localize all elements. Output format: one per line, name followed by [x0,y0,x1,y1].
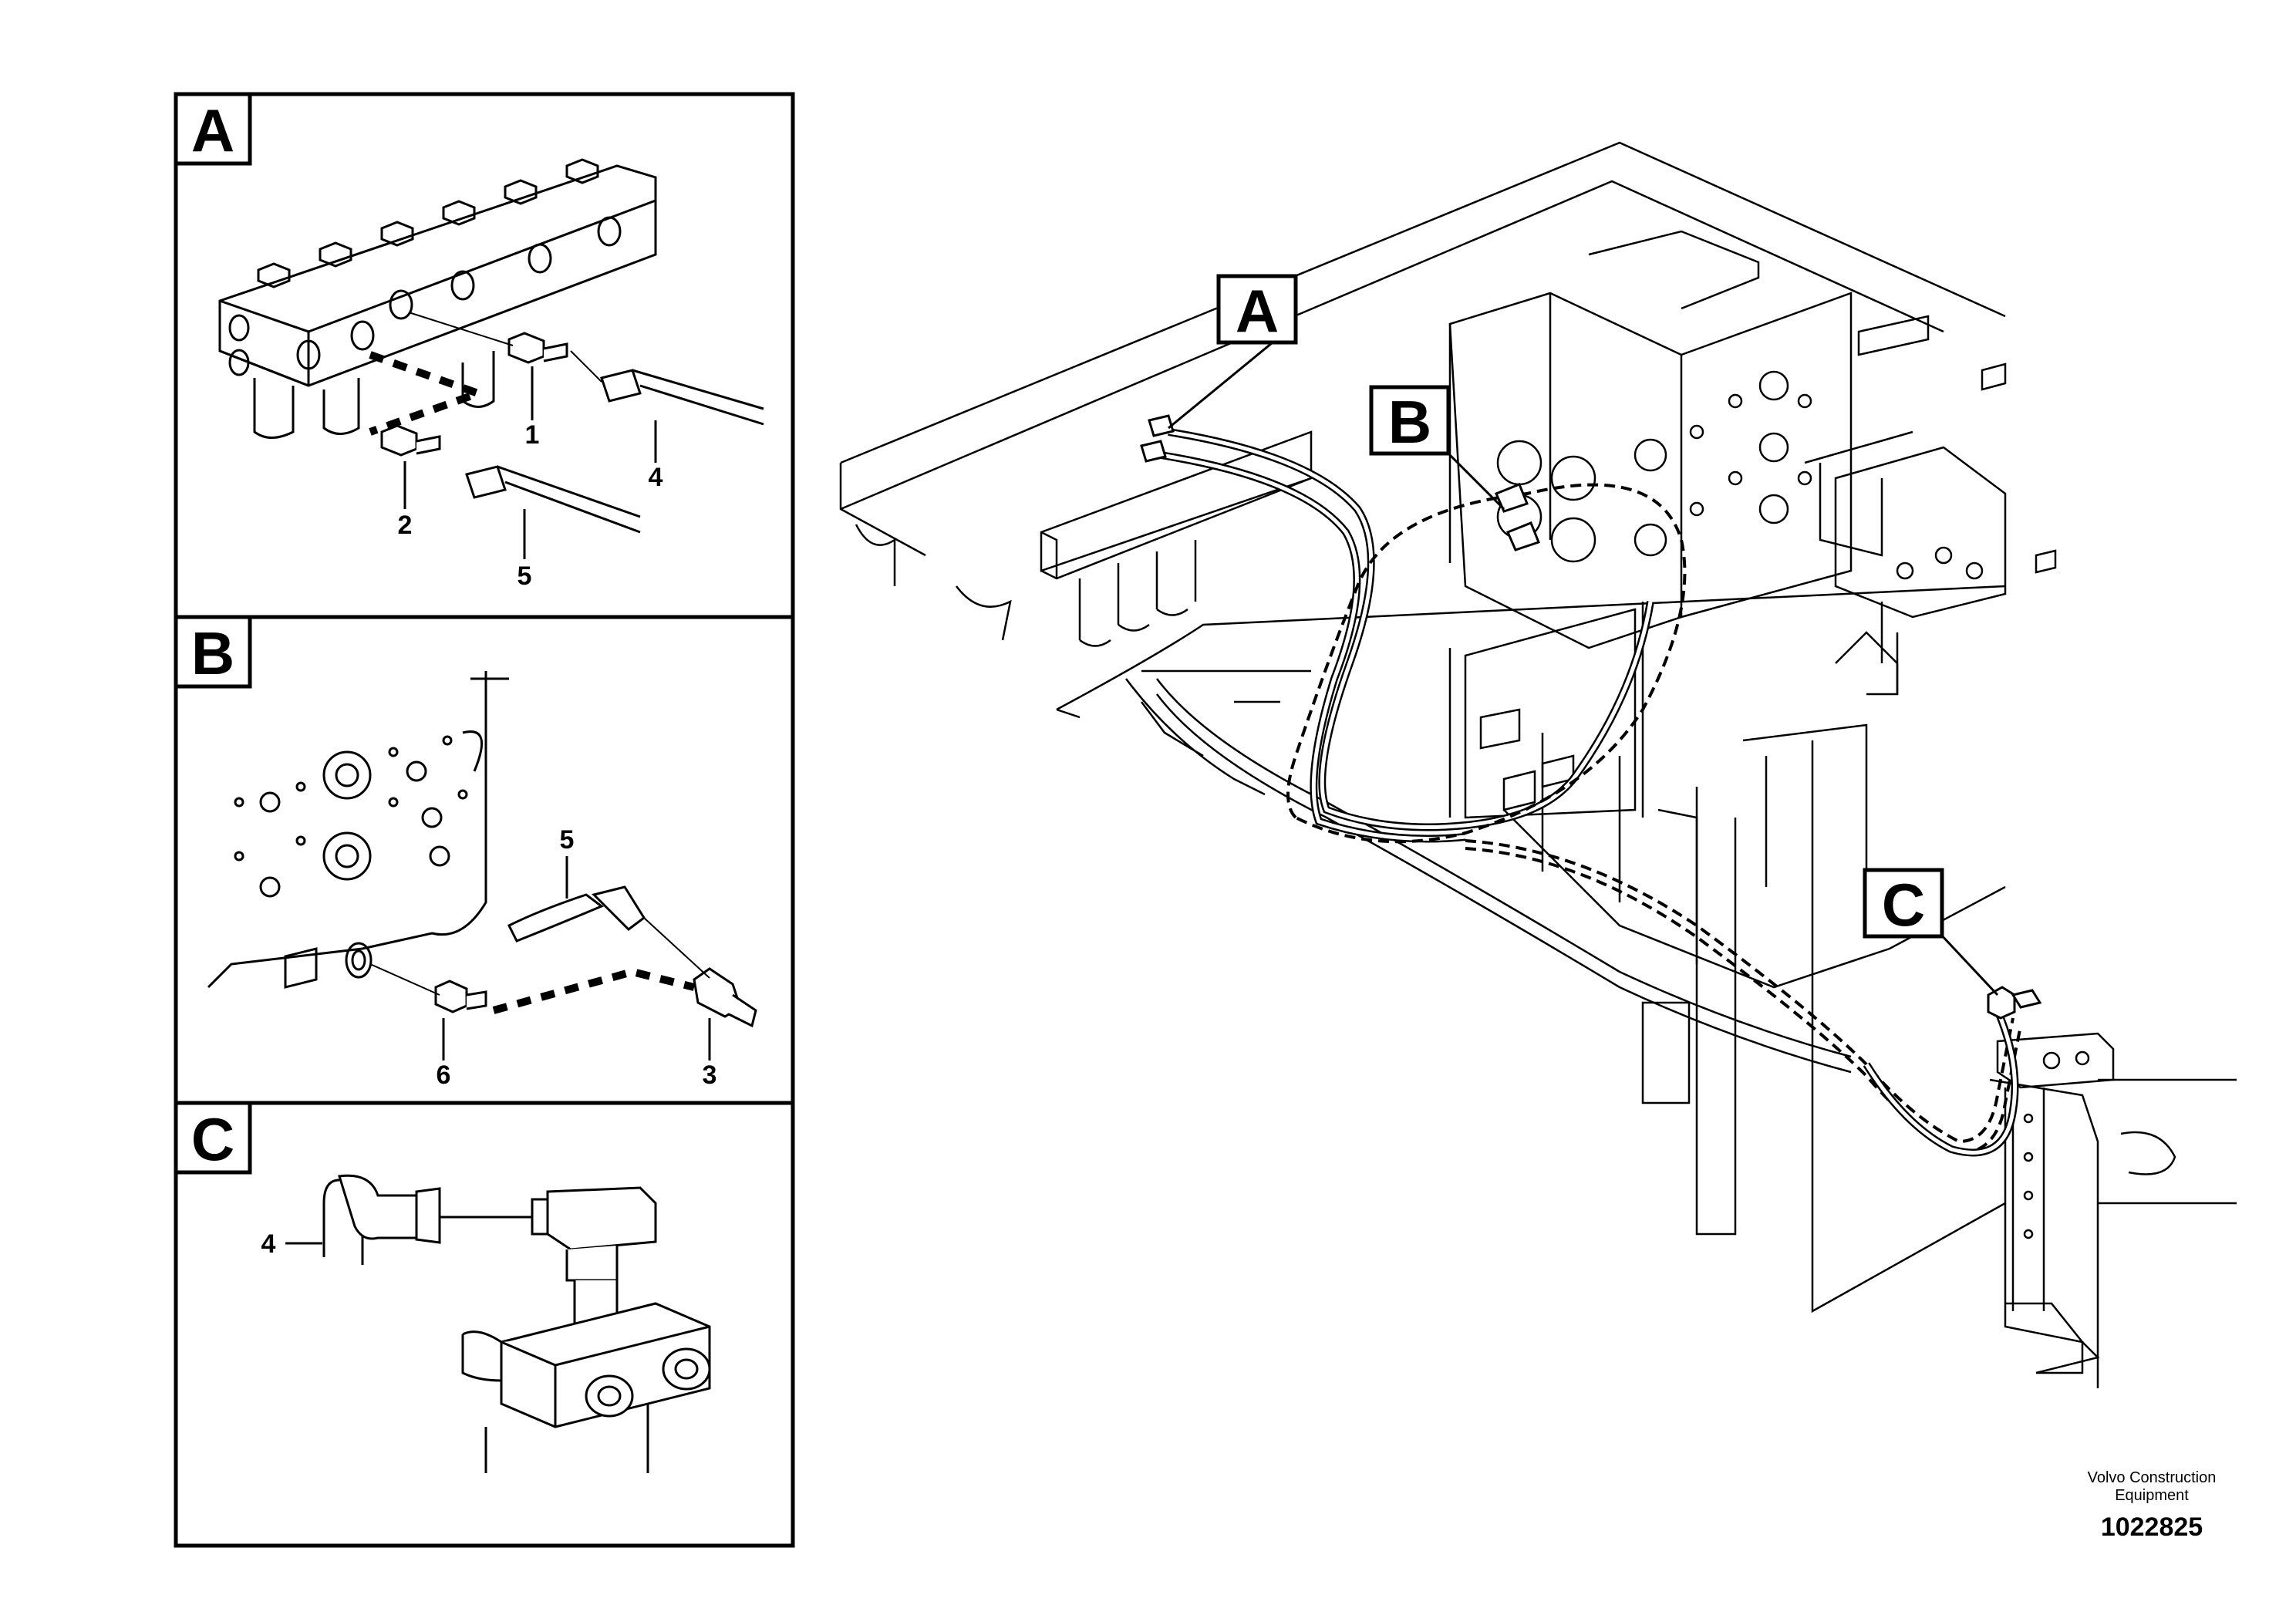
main-hoses [1160,428,2022,1157]
callout-a-1: 1 [525,420,540,450]
detail-a-letter: A [191,96,234,164]
detail-c-letter-box [174,1101,252,1175]
main-hose-fittings [1140,414,2042,1020]
detail-b-leaders [442,856,711,1061]
callout-b-5: 5 [560,825,575,855]
document-number: 1022825 [2100,1512,2203,1542]
detail-b-fittings [434,885,757,1028]
detail-b-letter-box [174,615,252,689]
detail-panel-frame [174,92,795,1548]
main-label-a: A [1168,274,1298,430]
callout-a-2: 2 [398,511,413,540]
detail-a-valve-block [218,158,657,439]
detail-view-a: A [174,92,764,591]
detail-b-letter: B [191,619,234,687]
main-label-c: C [1863,868,1999,996]
main-label-b: B [1369,385,1505,511]
svg-text:B: B [1388,388,1431,456]
detail-b-control-valve [207,671,509,989]
detail-a-fittings [380,332,764,534]
manufacturer-credit: Volvo Construction Equipment 1022825 [2005,1469,2296,1543]
detail-view-b: B [174,615,757,1090]
callout-c-4: 4 [261,1229,276,1259]
svg-text:A: A [1236,277,1279,345]
detail-a-leaders [403,366,657,559]
detail-a-letter-box [174,92,252,166]
manufacturer-name: Volvo Construction Equipment [2087,1469,2217,1504]
svg-text:C: C [1882,871,1925,939]
callout-b-3: 3 [703,1061,717,1090]
detail-a-connection-lines [408,312,602,383]
callout-b-6: 6 [437,1061,451,1090]
detail-b-lines [369,917,710,996]
main-assembly-view [839,141,2237,1388]
detail-a-hidden-path [369,351,490,436]
callout-a-5: 5 [518,561,532,591]
detail-c-fitting [322,1174,711,1473]
detail-c-letter: C [191,1105,234,1173]
callout-a-4: 4 [649,463,663,492]
detail-view-c: C 4 [174,1101,711,1473]
detail-b-hidden-path [492,967,696,1014]
